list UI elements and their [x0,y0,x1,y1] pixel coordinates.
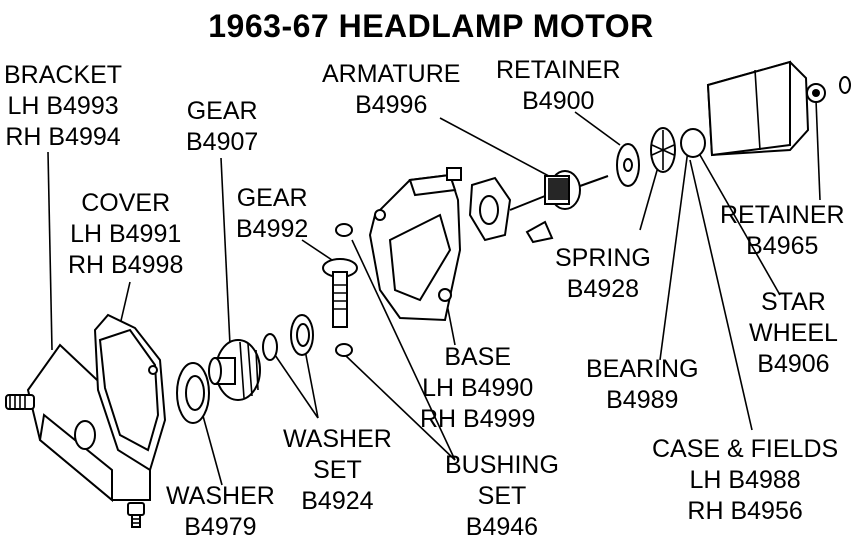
leader-washer-set-2 [304,349,319,419]
label-armature-part: B4996 [355,91,428,119]
label-base-rh: RH B4999 [420,405,536,433]
screw-part [127,502,145,528]
label-armature-name: ARMATURE [322,60,461,88]
label-washer-set-name: WASHER [283,425,392,453]
label-gear-b4907: GEAR B4907 [186,96,258,158]
label-gear-b4907-part: B4907 [186,128,259,156]
label-washer-part: B4979 [184,513,257,541]
washer-part [176,362,210,424]
label-bearing: BEARING B4989 [586,354,699,416]
label-base-name: BASE [444,343,512,371]
label-cover-name: COVER [81,189,171,217]
label-washer-set-set: SET [313,456,362,484]
gasket-part [446,167,512,242]
label-washer-set: WASHER SET B4924 [283,424,392,517]
leader-bushing-set-1 [344,354,456,461]
leader-gear-b4907 [220,157,231,346]
star-wheel-part [806,76,851,103]
bushing-set-part [335,223,353,357]
diagram-title: 1963-67 HEADLAMP MOTOR [208,8,654,44]
label-base: BASE LH B4990 RH B4999 [420,342,535,435]
armature-part [509,170,609,244]
label-case-fields-lh: LH B4988 [689,466,801,494]
label-case-fields-rh: RH B4956 [687,497,803,525]
label-bearing-part: B4989 [606,386,679,414]
leader-bushing-set-2 [351,239,456,461]
label-washer-set-part: B4924 [301,487,374,515]
label-gear-b4992-name: GEAR [236,184,308,212]
label-bracket-lh: LH B4993 [7,92,119,120]
leader-case-fields [689,159,753,431]
gear-b4907-part [208,339,261,401]
leader-bracket [47,151,53,351]
label-washer: WASHER B4979 [166,481,275,543]
gear-b4992-part [322,258,358,328]
label-bushing-set-name: BUSHING [445,451,559,479]
case-fields-part [706,60,810,157]
leader-bearing [659,149,689,361]
label-retainer-b4900-part: B4900 [522,87,595,115]
label-star-wheel-part: B4906 [757,350,830,378]
label-spring: SPRING B4928 [555,243,651,305]
label-bushing-set: BUSHING SET B4946 [445,450,559,543]
label-cover-lh: LH B4991 [70,220,182,248]
label-retainer-b4965-name: RETAINER [720,201,845,229]
label-base-lh: LH B4990 [422,374,534,402]
leader-gear-b4992 [301,239,336,263]
label-bracket-name: BRACKET [4,61,123,89]
leader-retainer-b4965 [815,99,821,201]
bearing-part [680,128,706,158]
cover-part [93,313,167,472]
label-star-wheel-name-1: STAR [761,288,826,316]
spring-part [650,127,676,173]
label-gear-b4992-part: B4992 [236,215,309,243]
leader-armature [439,117,561,183]
label-star-wheel-name-2: WHEEL [749,319,838,347]
label-case-fields: CASE & FIELDS LH B4988 RH B4956 [652,434,838,527]
retainer-b4900-part [616,143,640,187]
label-bushing-set-set: SET [477,482,527,510]
leader-washer [199,404,223,486]
label-case-fields-name: CASE & FIELDS [652,435,839,463]
washer-set-part [262,314,314,361]
label-retainer-b4900-name: RETAINER [496,56,621,84]
label-gear-b4992: GEAR B4992 [236,183,308,245]
label-bracket-rh: RH B4994 [5,123,121,151]
label-spring-part: B4928 [566,275,640,303]
label-retainer-b4965: RETAINER B4965 [720,200,845,262]
leader-cover [119,281,131,326]
label-spring-name: SPRING [555,244,651,272]
leader-lines [47,99,821,486]
label-bushing-set-part: B4946 [465,513,539,541]
label-retainer-b4900: RETAINER B4900 [496,55,621,117]
label-armature: ARMATURE B4996 [322,59,460,121]
leader-star-wheel [699,154,781,296]
leader-washer-set-1 [274,354,319,419]
base-part [368,173,462,322]
bracket-part [5,343,151,503]
leader-spring [639,159,661,231]
label-gear-b4907-name: GEAR [186,97,258,125]
label-bracket: BRACKET LH B4993 RH B4994 [4,60,122,153]
label-cover-rh: RH B4998 [68,251,184,279]
label-star-wheel: STAR WHEEL B4906 [749,287,838,380]
label-bearing-name: BEARING [586,355,699,383]
label-washer-name: WASHER [166,482,275,510]
label-cover: COVER LH B4991 RH B4998 [68,188,183,281]
leader-retainer-b4900 [574,111,621,146]
